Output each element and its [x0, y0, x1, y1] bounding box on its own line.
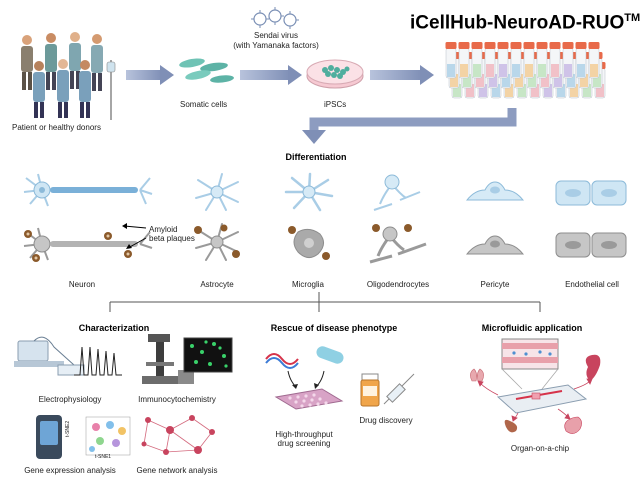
ipsc-label: iPSCs	[324, 100, 347, 109]
donors-illustration	[21, 32, 116, 120]
organ-on-chip-label: Organ-on-a-chip	[510, 444, 570, 453]
oligodendrocyte-diseased-icon	[369, 224, 427, 264]
gene-expression-label: Gene expression analysis	[24, 466, 116, 475]
somatic-cells-illustration	[179, 58, 234, 83]
electrophysiology-icon	[14, 336, 122, 376]
virus-label-line2: (with Yamanaka factors)	[233, 41, 319, 50]
microfluidic-heading: Microfluidic application	[481, 323, 583, 333]
hts-label-line2: drug screening	[277, 439, 331, 448]
arrow-head-icon	[420, 65, 434, 85]
cell-label-astrocyte: Astrocyte	[200, 280, 234, 289]
sendai-virus-icon	[251, 7, 299, 29]
hts-label-line1: High-throughput	[275, 430, 333, 439]
drug-discovery-icon	[360, 373, 415, 407]
tsne-x-label: t-SNE1	[94, 454, 112, 460]
amyloid-label-line1: Amyloid	[149, 225, 178, 234]
virus-label-line1: Sendai virus	[253, 31, 299, 40]
neuron-healthy-icon	[23, 173, 153, 207]
donors-label: Patient or healthy donors	[12, 123, 101, 132]
differentiation-heading: Differentiation	[285, 152, 347, 162]
cell-label-microglia: Microglia	[291, 280, 325, 289]
application-bracket	[109, 292, 541, 312]
gene-network-label: Gene network analysis	[136, 466, 218, 475]
microglia-healthy-icon	[284, 172, 334, 212]
somatic-cells-label: Somatic cells	[180, 100, 228, 109]
astrocyte-healthy-icon	[195, 173, 239, 211]
cell-label-oligodendrocytes: Oligodendrocytes	[366, 280, 430, 289]
tsne-y-label: t-SNE2	[65, 420, 71, 437]
pericyte-healthy-icon	[465, 181, 525, 201]
cell-label-endothelial: Endothelial cell	[565, 280, 619, 289]
characterization-heading: Characterization	[78, 323, 150, 333]
microscope-icon	[142, 334, 233, 384]
astrocyte-diseased-icon	[194, 223, 240, 261]
ipsc-dish-illustration	[306, 59, 364, 89]
oligodendrocyte-healthy-icon	[373, 174, 421, 211]
microglia-diseased-icon	[288, 226, 330, 260]
endothelial-healthy-icon	[555, 180, 627, 206]
cell-label-neuron: Neuron	[68, 280, 96, 289]
cell-label-pericyte: Pericyte	[480, 280, 510, 289]
drug-discovery-label: Drug discovery	[359, 416, 413, 425]
amyloid-pointer-arrows	[122, 223, 147, 249]
electrophysiology-label: Electrophysiology	[38, 395, 102, 404]
amyloid-label-line2: beta plaques	[149, 234, 195, 243]
product-title: iCellHub-NeuroAD-RUOTM	[410, 12, 640, 34]
organ-on-chip-illustration	[470, 338, 601, 434]
product-title-text: iCellHub-NeuroAD-RUO	[410, 12, 625, 34]
arrow-head-icon	[288, 65, 302, 85]
arrow-somatic-to-ipsc	[240, 70, 290, 80]
rescue-heading: Rescue of disease phenotype	[270, 323, 398, 333]
immunocytochemistry-label: Immunocytochemistry	[138, 395, 216, 404]
arrow-head-icon	[160, 65, 174, 85]
high-throughput-icon	[265, 346, 344, 410]
arrow-donors-to-somatic	[126, 70, 162, 80]
cryovial-rack-illustration	[445, 42, 606, 99]
arrow-ipsc-to-tubes	[370, 70, 422, 80]
gene-network-icon	[141, 415, 215, 455]
arrow-to-differentiation	[302, 108, 517, 144]
sequencer-icon	[36, 415, 131, 459]
pericyte-diseased-icon	[465, 235, 525, 255]
endothelial-diseased-icon	[555, 232, 627, 258]
trademark-mark: TM	[624, 12, 640, 24]
